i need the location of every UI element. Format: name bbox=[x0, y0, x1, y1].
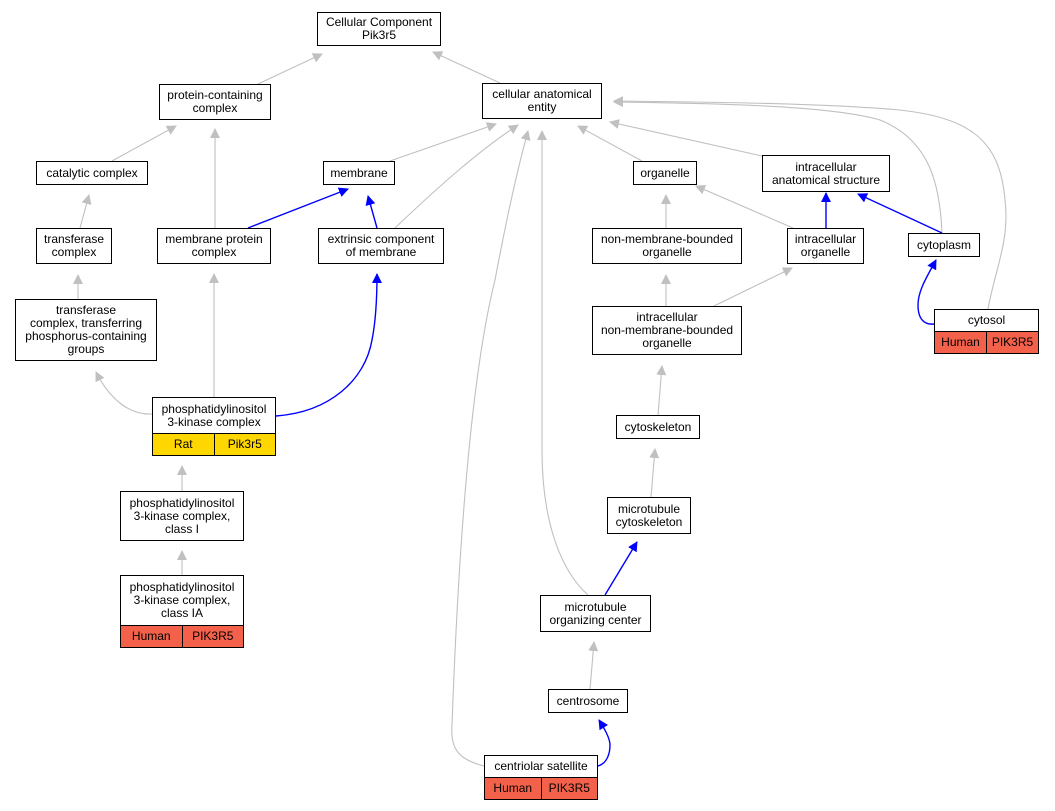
edge-microtubule-cytoskeleton-to-cytoskeleton bbox=[649, 448, 660, 498]
gene-label: Pik3r5 bbox=[213, 434, 276, 455]
gene-label: PIK3R5 bbox=[540, 778, 598, 799]
edge-microtubule-organizing-center-to-microtubule-cytoskeleton bbox=[604, 541, 638, 596]
edge-cytosol-to-cytoplasm bbox=[917, 259, 937, 325]
edge-transferase-complex-to-catalytic-complex bbox=[79, 194, 92, 229]
edge-centrosome-to-microtubule-organizing-center bbox=[588, 641, 599, 690]
species-label: Rat bbox=[173, 437, 193, 451]
edge-extrinsic-component-of-membrane-to-cellular-anatomical-entity bbox=[394, 124, 519, 229]
gene-label: PIK3R5 bbox=[181, 626, 244, 647]
node-centrosome[interactable]: centrosome bbox=[548, 689, 628, 713]
edge-cytoskeleton-to-intracellular-non-membrane-bounded-organelle bbox=[656, 365, 667, 416]
edge-centriolar-satellite-to-cellular-anatomical-entity bbox=[451, 130, 531, 767]
node-microtubule-organizing-center[interactable]: microtubule organizing center bbox=[540, 595, 651, 632]
node-centriolar-satellite[interactable]: centriolar satellite bbox=[484, 755, 598, 778]
node-intracellular-organelle[interactable]: intracellular organelle bbox=[787, 228, 864, 264]
edge-protein-containing-complex-to-root bbox=[257, 53, 323, 85]
node-cytoplasm[interactable]: cytoplasm bbox=[908, 233, 980, 257]
cytosol-annotation: Human PIK3R5 bbox=[934, 331, 1039, 354]
centriolar-satellite-annotation: Human PIK3R5 bbox=[484, 777, 598, 800]
node-membrane[interactable]: membrane bbox=[323, 161, 395, 185]
node-transferase-complex-transferring-phosphorus-groups[interactable]: transferase complex, transferring phosph… bbox=[15, 299, 157, 361]
node-phosphatidylinositol-3-kinase-complex-class-i[interactable]: phosphatidylinositol 3-kinase complex, c… bbox=[120, 491, 244, 541]
node-non-membrane-bounded-organelle[interactable]: non-membrane-bounded organelle bbox=[592, 228, 742, 264]
edge-pi3k-complex-to-transferase-complex-phosphorus bbox=[95, 371, 153, 415]
node-intracellular-anatomical-structure[interactable]: intracellular anatomical structure bbox=[762, 155, 890, 192]
node-cellular-anatomical-entity[interactable]: cellular anatomical entity bbox=[482, 83, 602, 119]
node-cytoskeleton[interactable]: cytoskeleton bbox=[616, 415, 700, 439]
node-microtubule-cytoskeleton[interactable]: microtubule cytoskeleton bbox=[607, 497, 691, 534]
edge-pi3k-complex-to-extrinsic-component-of-membrane bbox=[275, 273, 382, 417]
node-transferase-complex[interactable]: transferase complex bbox=[36, 228, 112, 264]
species-label: Human bbox=[941, 335, 980, 349]
edge-membrane-to-cellular-anatomical-entity bbox=[389, 122, 497, 162]
edge-microtubule-organizing-center-to-cellular-anatomical-entity bbox=[537, 130, 589, 596]
node-organelle[interactable]: organelle bbox=[633, 161, 697, 185]
node-catalytic-complex[interactable]: catalytic complex bbox=[36, 161, 148, 185]
edge-catalytic-complex-to-protein-containing-complex bbox=[111, 125, 177, 162]
node-intracellular-non-membrane-bounded-organelle[interactable]: intracellular non-membrane-bounded organ… bbox=[592, 306, 742, 355]
node-protein-containing-complex[interactable]: protein-containing complex bbox=[159, 84, 271, 120]
species-label: Human bbox=[131, 629, 171, 643]
pi3k-complex-annotation: Rat Pik3r5 bbox=[152, 433, 276, 456]
edge-intracellular-anatomical-structure-to-cellular-anatomical-entity bbox=[609, 119, 763, 157]
edge-extrinsic-component-of-membrane-to-membrane bbox=[365, 195, 378, 229]
node-membrane-protein-complex[interactable]: membrane protein complex bbox=[157, 228, 271, 264]
pi3k-complex-class-ia-annotation: Human PIK3R5 bbox=[120, 625, 244, 648]
edge-intracellular-non-membrane-bounded-organelle-to-intracellular-organelle bbox=[713, 267, 793, 307]
edge-cytoplasm-to-cellular-anatomical-entity bbox=[613, 97, 943, 234]
edge-cytoplasm-to-intracellular-anatomical-structure bbox=[857, 193, 943, 234]
node-phosphatidylinositol-3-kinase-complex[interactable]: phosphatidylinositol 3-kinase complex bbox=[152, 397, 276, 434]
node-cellular-component[interactable]: Cellular Component Pik3r5 bbox=[317, 12, 441, 46]
edge-cellular-anatomical-entity-to-root bbox=[432, 51, 501, 84]
gene-label: PIK3R5 bbox=[986, 332, 1038, 353]
node-cytosol[interactable]: cytosol bbox=[934, 309, 1039, 332]
edge-centriolar-satellite-to-centrosome bbox=[597, 719, 611, 767]
edge-membrane-protein-complex-to-membrane bbox=[247, 187, 349, 229]
node-phosphatidylinositol-3-kinase-complex-class-ia[interactable]: phosphatidylinositol 3-kinase complex, c… bbox=[120, 575, 244, 626]
edge-cytosol-to-cellular-anatomical-entity bbox=[613, 96, 1007, 310]
species-label: Human bbox=[493, 781, 533, 795]
node-extrinsic-component-of-membrane[interactable]: extrinsic component of membrane bbox=[318, 228, 444, 264]
edge-organelle-to-cellular-anatomical-entity bbox=[577, 125, 643, 162]
edge-intracellular-organelle-to-organelle bbox=[695, 184, 794, 229]
